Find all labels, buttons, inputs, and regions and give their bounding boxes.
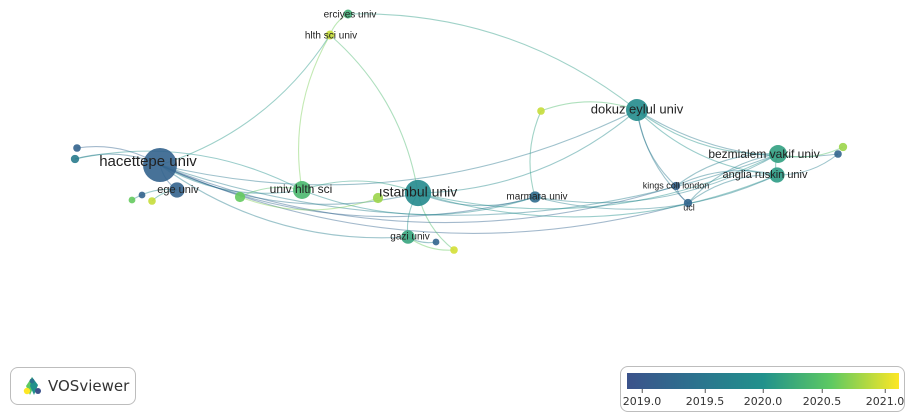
- node-ege[interactable]: [169, 182, 185, 198]
- link-dokuz-anglia: [636, 109, 778, 176]
- link-hacettepe-kings: [159, 164, 677, 224]
- node-dokuz[interactable]: [625, 98, 649, 122]
- link-anglia-kings: [675, 170, 778, 187]
- link-bezmialem-ucl: [687, 153, 779, 204]
- node-label-marmara[interactable]: marmara univ: [506, 192, 567, 203]
- node-label-erciyes[interactable]: erciyes univ: [324, 10, 377, 21]
- link-u7-marmara: [529, 110, 542, 198]
- node-anglia[interactable]: [769, 167, 785, 183]
- link-anglia-ucl: [687, 174, 778, 204]
- link-marmara-bezmialem: [534, 153, 779, 204]
- link-hacettepe-hlthsci: [159, 34, 331, 166]
- node-hlthsci[interactable]: [325, 30, 335, 40]
- links-layer: [74, 13, 844, 251]
- node-label-hlthsci[interactable]: hlth sci univ: [305, 31, 357, 42]
- vosviewer-logo: VOSviewer: [10, 367, 136, 405]
- link-hacettepe-gazi: [159, 164, 409, 239]
- link-dokuz-bezmialem: [636, 109, 779, 155]
- link-bezmialem-kings: [675, 153, 779, 187]
- link-u4-u5: [239, 196, 379, 211]
- node-u5[interactable]: [372, 192, 384, 204]
- link-istanbul-marmara: [417, 192, 536, 207]
- node-label-ege[interactable]: ege univ: [157, 184, 199, 196]
- labels-layer: hacettepe univ ıstanbul univ dokuz eylul u…: [99, 10, 819, 243]
- node-u8[interactable]: [838, 142, 848, 152]
- legend-gradient-bar: [627, 373, 899, 389]
- legend-tick: 2020.0: [743, 389, 783, 408]
- node-istanbul[interactable]: [404, 179, 432, 207]
- link-hacettepe-istanbul: [159, 164, 419, 205]
- node-u11[interactable]: [73, 144, 81, 152]
- node-u1[interactable]: [148, 197, 156, 205]
- app-name: VOSviewer: [48, 377, 130, 395]
- node-u7[interactable]: [537, 107, 545, 115]
- link-istanbul-anglia: [417, 174, 778, 218]
- node-u2[interactable]: [128, 196, 136, 204]
- node-label-ucl[interactable]: ucl: [683, 202, 695, 212]
- link-hacettepe-hlthsci_univ: [159, 164, 303, 194]
- link-hlthsci-hlthsci_univ: [298, 34, 331, 191]
- node-u6[interactable]: [70, 154, 80, 164]
- nodes-layer: [70, 9, 848, 254]
- node-erciyes[interactable]: [343, 9, 353, 19]
- link-marmara-anglia: [534, 174, 778, 210]
- link-istanbul-dokuz: [417, 109, 638, 194]
- node-u10[interactable]: [450, 246, 458, 254]
- legend-tick: 2020.5: [802, 389, 842, 408]
- node-label-kings[interactable]: kings coll london: [643, 180, 710, 190]
- node-label-bezmialem[interactable]: bezmialem vakif univ: [708, 147, 819, 161]
- node-kings[interactable]: [671, 181, 681, 191]
- legend-tick: 2019.0: [622, 389, 662, 408]
- node-bezmialem[interactable]: [769, 145, 787, 163]
- node-label-gazi[interactable]: gazi univ: [390, 232, 429, 243]
- link-istanbul-bezmialem: [417, 153, 779, 210]
- node-marmara[interactable]: [529, 191, 541, 203]
- link-hacettepe-dokuz: [159, 109, 638, 186]
- link-dokuz-erciyes: [347, 13, 638, 111]
- link-istanbul-hlthsci: [329, 34, 419, 194]
- link-hlthsci_univ-marmara: [301, 189, 536, 216]
- node-hlthsci_univ[interactable]: [293, 181, 311, 199]
- node-label-hacettepe[interactable]: hacettepe univ: [99, 153, 197, 170]
- legend-tick: 2021.0: [865, 389, 905, 408]
- node-u9[interactable]: [834, 150, 842, 158]
- link-dokuz-u9: [636, 109, 839, 158]
- legend-tick: 2019.5: [685, 389, 725, 408]
- link-hacettepe-bezmialem: [159, 153, 779, 216]
- node-label-istanbul[interactable]: ıstanbul univ: [379, 184, 458, 200]
- node-label-dokuz[interactable]: dokuz eylul univ: [591, 101, 684, 116]
- node-u3[interactable]: [138, 191, 146, 199]
- node-label-anglia[interactable]: anglia ruskin univ: [723, 169, 808, 181]
- vosviewer-logo-icon: [23, 377, 41, 395]
- node-hacettepe[interactable]: [143, 148, 177, 182]
- node-label-hlthsci_univ[interactable]: univ hlth sci: [270, 182, 333, 196]
- node-ucl[interactable]: [683, 198, 693, 208]
- link-hacettepe-marmara: [159, 164, 536, 218]
- link-hacettepe-ucl: [159, 164, 689, 234]
- link-dokuz-ucl: [636, 109, 689, 204]
- link-hlthsci_univ-u6: [74, 150, 303, 191]
- node-gazi[interactable]: [401, 230, 415, 244]
- color-legend: 2019.0 2019.5 2020.0 2020.5 2021.0: [620, 366, 905, 412]
- node-u4[interactable]: [234, 191, 246, 203]
- legend-ticks: 2019.0 2019.5 2020.0 2020.5 2021.0: [621, 389, 906, 411]
- node-u12[interactable]: [432, 238, 440, 246]
